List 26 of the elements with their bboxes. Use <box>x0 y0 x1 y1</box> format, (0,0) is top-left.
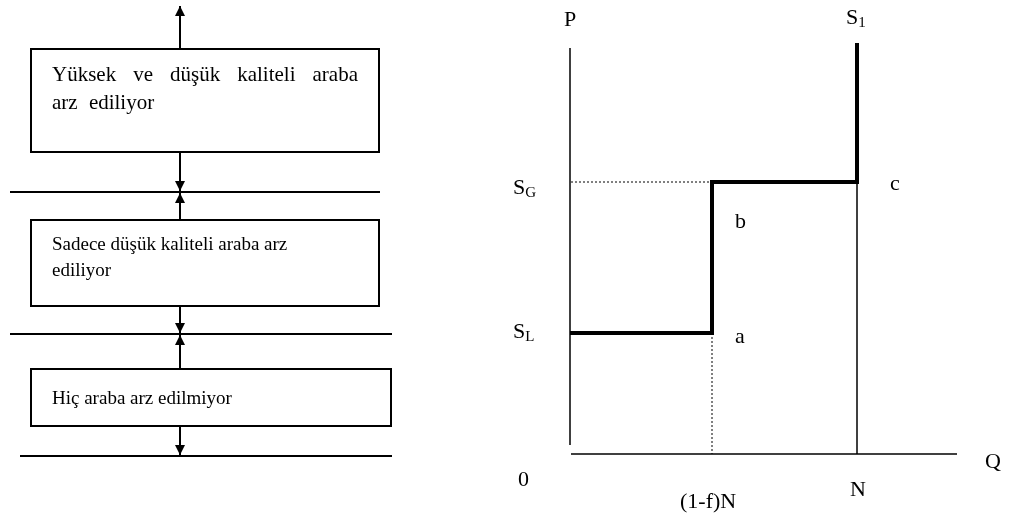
process-box <box>30 219 380 307</box>
axis-label: S$_{1}$ <box>846 6 866 30</box>
axis-label: (1-f)N <box>680 490 737 512</box>
arrow <box>175 306 185 334</box>
axis-label: 0 <box>518 468 529 490</box>
box-text: Yüksek ve düşük kaliteli araba arz ediliyor <box>52 61 358 117</box>
arrow <box>175 334 185 369</box>
axis-label: S$_{L}$ <box>513 320 535 344</box>
divider-line <box>10 333 392 335</box>
divider-line <box>10 191 380 193</box>
box-text: Hiç araba arz edilmiyor <box>52 385 232 410</box>
process-box <box>30 48 380 153</box>
axis-label: a <box>735 325 745 347</box>
divider-line <box>20 455 392 457</box>
arrow <box>175 192 185 220</box>
arrow <box>175 5 185 49</box>
axis-label: S$_{G}$ <box>513 176 537 200</box>
axis-label: c <box>890 172 900 194</box>
process-box <box>30 368 392 427</box>
arrow <box>175 426 185 456</box>
arrow <box>175 152 185 192</box>
axis-label: P <box>564 8 577 30</box>
axis-label: b <box>735 210 746 232</box>
box-text: Sadece düşük kaliteli araba arz ediliyor <box>52 232 288 282</box>
axis-label: N <box>850 478 866 500</box>
axis-label: Q <box>985 450 1001 472</box>
